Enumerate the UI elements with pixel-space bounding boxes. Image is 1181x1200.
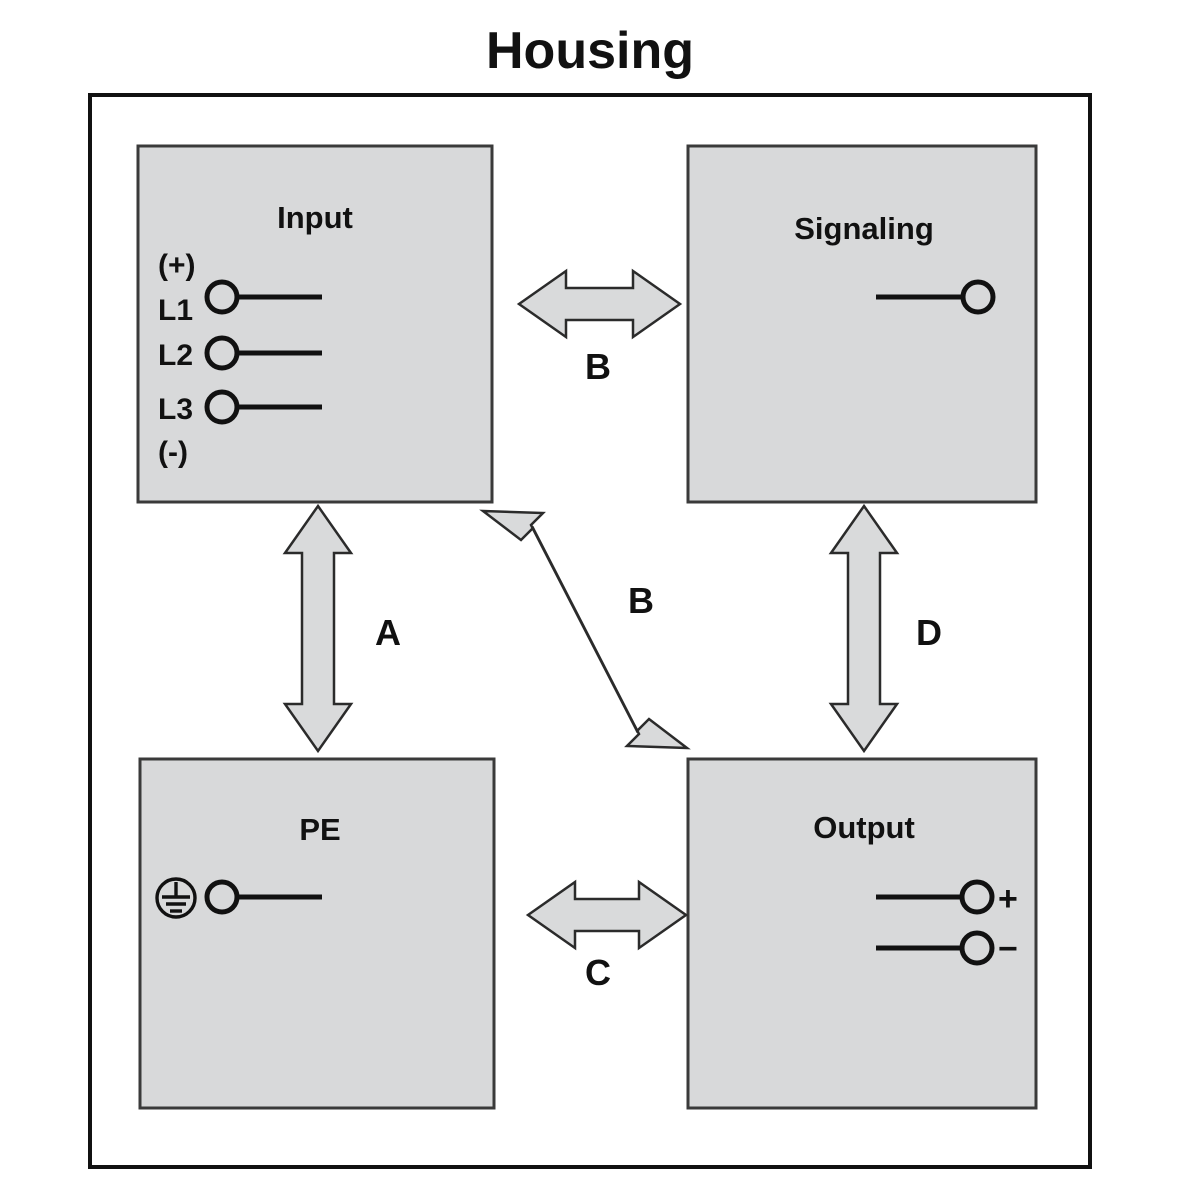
input-block-title: Input <box>277 200 353 235</box>
signaling-block-title: Signaling <box>794 211 934 246</box>
block-input: Input (+) L1 L2 L3 (-) <box>136 144 494 504</box>
pe-block-rect <box>138 757 496 1110</box>
arrow-b-diagonal-shape <box>479 509 691 750</box>
pe-block-title: PE <box>299 812 340 847</box>
input-terminal-label-l3: L3 <box>158 393 193 426</box>
housing-border <box>88 93 1092 1169</box>
block-signaling: Signaling <box>686 144 1038 504</box>
output-terminal-label-negative: − <box>998 930 1018 968</box>
block-pe: PE <box>138 757 496 1110</box>
protective-earth-icon <box>155 877 197 919</box>
arrow-c-label: C <box>585 952 611 993</box>
arrow-d-shape <box>828 503 900 754</box>
input-polarity-positive: (+) <box>158 249 196 282</box>
output-block-title: Output <box>813 810 915 845</box>
arrow-c-shape <box>525 879 689 951</box>
signaling-block-rect <box>686 144 1038 504</box>
arrow-c: C <box>525 879 689 993</box>
input-terminal-label-l2: L2 <box>158 339 193 372</box>
arrow-b-top-label: B <box>585 346 611 387</box>
output-terminal-circle-positive <box>959 879 995 915</box>
output-terminal-circle-negative <box>959 930 995 966</box>
housing-title: Housing <box>486 22 694 80</box>
output-terminal-label-positive: + <box>998 880 1018 918</box>
block-output: Output + − <box>686 757 1038 1110</box>
arrow-b-top-shape <box>516 268 683 340</box>
arrow-d-label: D <box>916 612 942 653</box>
arrow-a-label: A <box>375 612 401 653</box>
input-polarity-negative: (-) <box>158 436 188 469</box>
arrow-b-diagonal-label: B <box>628 580 654 621</box>
arrow-a: A <box>282 503 401 754</box>
arrow-b-top: B <box>516 268 683 387</box>
arrow-b-diagonal: B <box>479 509 691 750</box>
arrow-a-shape <box>282 503 354 754</box>
signaling-terminal-circle <box>960 279 996 315</box>
input-block-rect <box>136 144 494 504</box>
arrow-d: D <box>828 503 942 754</box>
input-terminal-label-l1: L1 <box>158 294 193 327</box>
